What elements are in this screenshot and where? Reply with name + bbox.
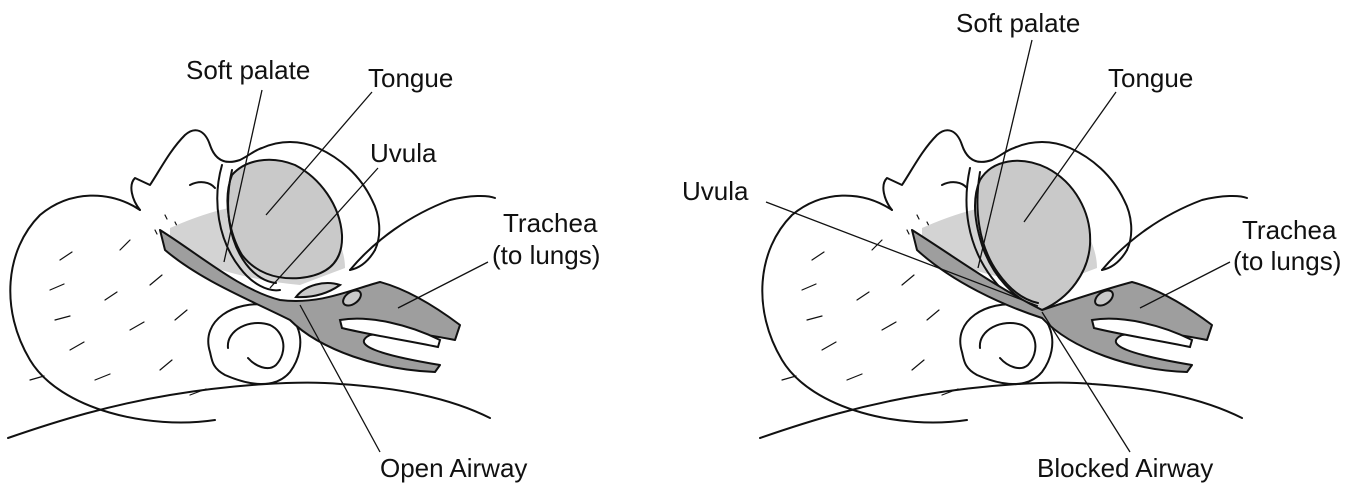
neck-outline [1102, 196, 1247, 270]
label-soft-palate: Soft palate [186, 55, 310, 85]
label-to-lungs: (to lungs) [492, 240, 600, 270]
eye [942, 182, 967, 188]
eye [190, 182, 215, 188]
shoulder-outline [8, 383, 490, 438]
label-open-airway: Open Airway [380, 453, 527, 483]
label-trachea: Trachea [503, 208, 598, 238]
leader-trachea [1140, 262, 1230, 308]
label-tongue: Tongue [368, 63, 453, 93]
label-uvula: Uvula [370, 138, 437, 168]
label-trachea: Trachea [1242, 215, 1337, 245]
neck-outline [350, 196, 495, 270]
panel-open-airway: Soft palate Tongue Uvula Trachea (to lun… [8, 55, 600, 483]
label-uvula: Uvula [682, 176, 749, 206]
panel-blocked-airway: Soft palate Tongue Uvula Trachea (to lun… [682, 8, 1341, 483]
leader-trachea [398, 262, 488, 308]
label-tongue: Tongue [1108, 63, 1193, 93]
label-soft-palate: Soft palate [956, 8, 1080, 38]
shoulder-outline [760, 383, 1242, 438]
label-blocked-airway: Blocked Airway [1037, 453, 1213, 483]
hair-hatching [30, 240, 206, 395]
label-to-lungs: (to lungs) [1233, 246, 1341, 276]
